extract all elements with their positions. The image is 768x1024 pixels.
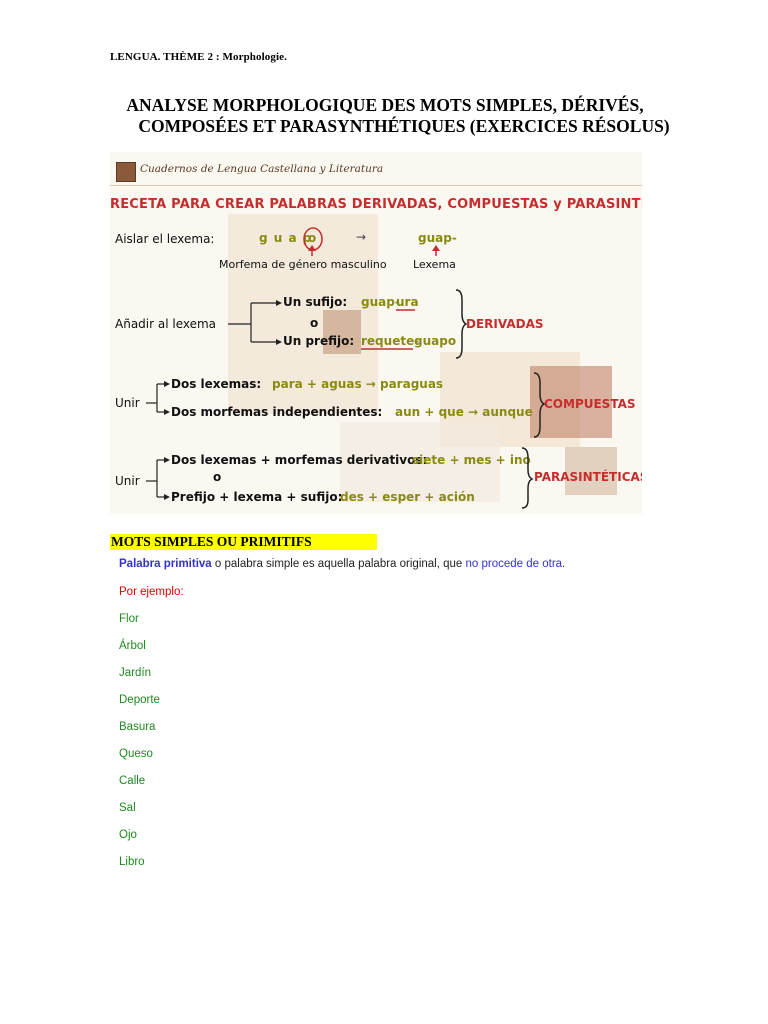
arrow-right-icon: → — [356, 230, 367, 244]
aislar-word-stem: g u a p — [259, 231, 313, 245]
word-item: Sal — [119, 802, 136, 814]
definition-middle: o palabra simple es aquella palabra orig… — [211, 558, 466, 570]
prefijo-example: requete- — [361, 334, 420, 348]
parasinteticas-row2-example: des + esper + ación — [340, 490, 475, 504]
book-icon — [116, 162, 136, 182]
compuestas-row1-label: Dos lexemas: — [171, 377, 262, 391]
document-header: LENGUA. THÈME 2 : Morphologie. — [110, 51, 287, 63]
photo-thumbnail-3 — [565, 447, 617, 495]
compuestas-row2-example: aun + que → aunque — [395, 405, 533, 419]
parasinteticas-row2-label: Prefijo + lexema + sufijo: — [171, 490, 343, 504]
word-item: Calle — [119, 775, 146, 787]
anadir-label: Añadir al lexema — [115, 317, 217, 331]
document-title-line-2: COMPOSÉES ET PARASYNTHÉTIQUES (EXERCICES… — [138, 116, 670, 136]
parasinteticas-row1-example: siete + mes + ino — [412, 453, 531, 467]
definition-period: . — [562, 558, 566, 570]
prefijo-stem: guapo — [414, 334, 457, 348]
unir-label-2: Unir — [115, 474, 140, 488]
result-derivadas: DERIVADAS — [466, 317, 544, 331]
prefijo-label: Un prefijo: — [283, 334, 355, 348]
sufijo-example: ura — [396, 295, 419, 309]
recipe-heading: RECETA PARA CREAR PALABRAS DERIVADAS, CO… — [110, 197, 642, 212]
recipe-infographic: Cuadernos de Lengua Castellana y Literat… — [110, 152, 642, 514]
parasinteticas-row1-label: Dos lexemas + morfemas derivativos: — [171, 453, 428, 467]
compuestas-row1-example: para + aguas → paraguas — [272, 377, 444, 391]
result-parasinteticas: PARASINTÉTICAS — [534, 470, 642, 484]
background-image-3 — [340, 422, 500, 502]
example-label: Por ejemplo: — [119, 586, 184, 598]
word-item: Deporte — [119, 694, 160, 706]
definition-paragraph: Palabra primitiva o palabra simple es aq… — [119, 558, 565, 570]
result-compuestas: COMPUESTAS — [544, 397, 636, 411]
parasinteticas-or: o — [213, 470, 222, 484]
anadir-or: o — [310, 316, 319, 330]
word-item: Queso — [119, 748, 153, 760]
section-title-highlighted: MOTS SIMPLES OU PRIMITIFS — [110, 534, 377, 550]
morfema-label: Morfema de género masculino — [219, 258, 387, 271]
word-item: Jardín — [119, 667, 151, 679]
unir-label-1: Unir — [115, 396, 140, 410]
definition-term: Palabra primitiva — [119, 558, 212, 570]
definition-end: no procede de otra — [465, 558, 563, 570]
logo-divider — [110, 185, 642, 186]
aislar-lexeme: guap- — [418, 231, 457, 245]
recipe-connectors — [146, 227, 546, 509]
document-title-line-1: ANALYSE MORPHOLOGIQUE DES MOTS SIMPLES, … — [126, 95, 644, 115]
word-item: Basura — [119, 721, 156, 733]
aislar-word-ending: o — [308, 231, 317, 245]
word-item: Ojo — [119, 829, 137, 841]
word-item: Libro — [119, 856, 145, 868]
word-item: Árbol — [119, 640, 146, 652]
word-item: Flor — [119, 613, 139, 625]
photo-thumbnail-2 — [530, 366, 612, 438]
sufijo-label: Un sufijo: — [283, 295, 348, 309]
lexema-label: Lexema — [413, 258, 456, 271]
sufijo-stem: guap- — [361, 295, 400, 309]
publisher-logo-text: Cuadernos de Lengua Castellana y Literat… — [140, 163, 384, 175]
aislar-label: Aislar el lexema: — [115, 232, 215, 246]
compuestas-row2-label: Dos morfemas independientes: — [171, 405, 383, 419]
photo-thumbnail-1 — [323, 310, 361, 354]
